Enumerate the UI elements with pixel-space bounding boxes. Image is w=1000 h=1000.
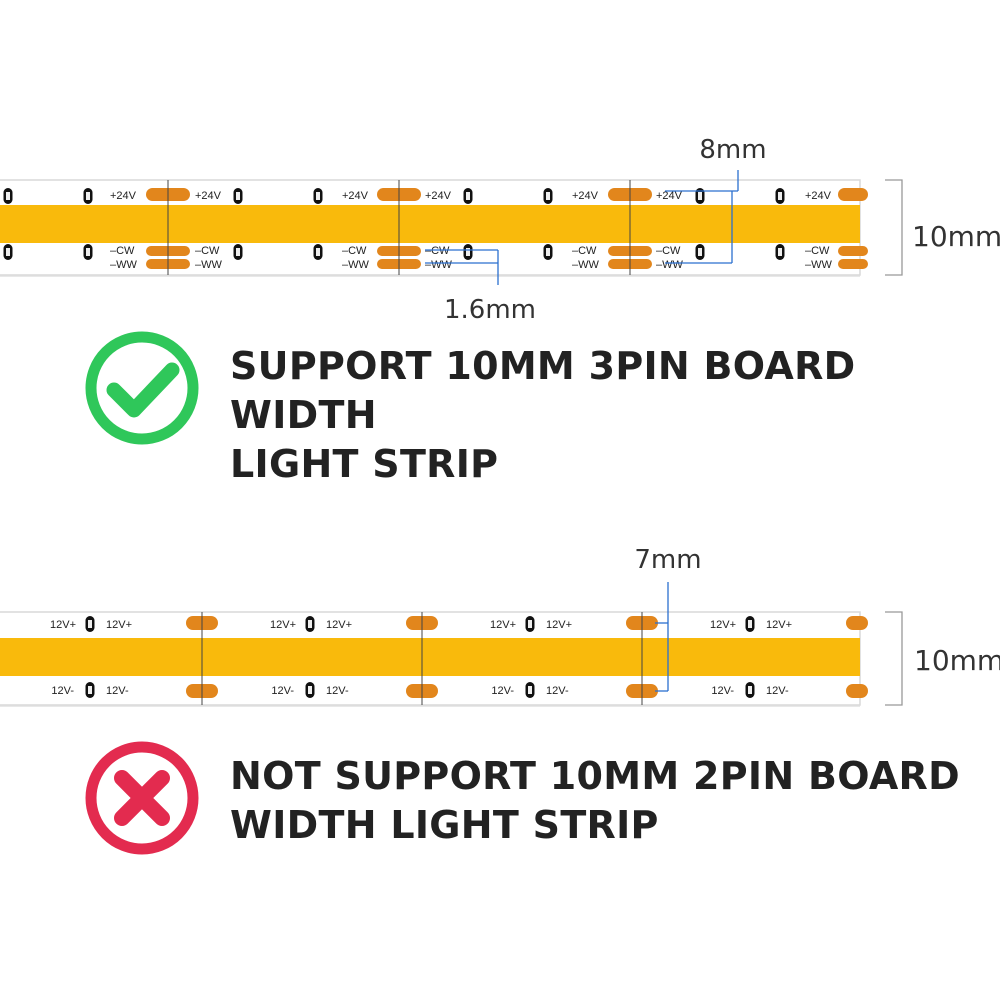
resistor-label bbox=[546, 248, 550, 256]
pad-label-12v-plus: 12V+ bbox=[50, 619, 76, 631]
support-message-line-2: LIGHT STRIP bbox=[230, 442, 499, 486]
solder-pad bbox=[838, 259, 868, 269]
pad-label-12v-minus: 12V- bbox=[711, 685, 734, 697]
pad-label-plus24v: +24V bbox=[425, 190, 452, 202]
pad-label-cw: –CW bbox=[572, 245, 597, 257]
solder-pad bbox=[846, 616, 868, 630]
pad-label-12v-minus: 12V- bbox=[491, 685, 514, 697]
resistor-label bbox=[308, 620, 312, 628]
pad-label-cw: –CW bbox=[805, 245, 830, 257]
not-support-status: NOT SUPPORT 10MM 2PIN BOARD WIDTH LIGHT … bbox=[84, 740, 960, 856]
pad-label-12v-minus: 12V- bbox=[546, 685, 569, 697]
resistor-label bbox=[546, 192, 550, 200]
pad-label-12v-minus: 12V- bbox=[51, 685, 74, 697]
dimension-label-7mm: 7mm bbox=[634, 545, 701, 575]
two-pin-light-strip-diagram: 12V+ 12V+ 12V- 12V- 12V+ 12V+ 12V- 12V- 12V+ 12V+… bbox=[0, 545, 1000, 707]
resistor-label bbox=[528, 686, 532, 694]
pad-label-12v-minus: 12V- bbox=[326, 685, 349, 697]
resistor-label bbox=[308, 686, 312, 694]
pad-label-ww: –WW bbox=[110, 259, 138, 271]
support-status: SUPPORT 10MM 3PIN BOARD WIDTH LIGHT STRI… bbox=[84, 330, 1000, 489]
strip-components: 12V+ 12V+ 12V- 12V- 12V+ 12V+ 12V- 12V- 12V+ 12V+… bbox=[50, 612, 868, 705]
resistor-label bbox=[466, 248, 470, 256]
dimension-label-width: 10mm bbox=[914, 644, 1000, 677]
pad-label-ww: –WW bbox=[805, 259, 833, 271]
pad-label-plus24v: +24V bbox=[656, 190, 683, 202]
pad-label-12v-plus: 12V+ bbox=[326, 619, 352, 631]
support-message: SUPPORT 10MM 3PIN BOARD WIDTH LIGHT STRI… bbox=[230, 342, 1000, 489]
pad-label-12v-plus: 12V+ bbox=[106, 619, 132, 631]
resistor-label bbox=[778, 192, 782, 200]
strip-components: +24V +24V +24V +24V +24V +24V +24V –CW –WW –CW –WW… bbox=[3, 180, 868, 275]
resistor-label bbox=[316, 192, 320, 200]
solder-pad bbox=[838, 188, 868, 201]
solder-pad bbox=[838, 246, 868, 256]
resistor-label bbox=[466, 192, 470, 200]
pad-label-cw: –CW bbox=[425, 245, 450, 257]
dimension-label-8mm: 8mm bbox=[699, 135, 766, 165]
width-bracket bbox=[885, 179, 903, 276]
resistor-label bbox=[236, 192, 240, 200]
led-cob-strip bbox=[0, 205, 860, 243]
pad-label-12v-minus: 12V- bbox=[766, 685, 789, 697]
support-message-line-1: SUPPORT 10MM 3PIN BOARD WIDTH bbox=[230, 344, 856, 437]
pad-label-cw: –CW bbox=[656, 245, 681, 257]
pad-label-ww: –WW bbox=[195, 259, 223, 271]
pad-label-plus24v: +24V bbox=[805, 190, 832, 202]
resistor-label bbox=[316, 248, 320, 256]
resistor-label bbox=[86, 192, 90, 200]
resistor-label bbox=[6, 192, 10, 200]
resistor-label bbox=[6, 248, 10, 256]
pad-label-cw: –CW bbox=[110, 245, 135, 257]
width-bracket bbox=[885, 611, 903, 706]
resistor-label bbox=[88, 620, 92, 628]
cross-circle-icon bbox=[85, 741, 199, 855]
pad-label-ww: –WW bbox=[572, 259, 600, 271]
solder-pad bbox=[846, 684, 868, 698]
pad-label-12v-plus: 12V+ bbox=[270, 619, 296, 631]
dimension-label-1-6mm: 1.6mm bbox=[444, 295, 536, 320]
pad-label-ww: –WW bbox=[656, 259, 684, 271]
resistor-label bbox=[698, 192, 702, 200]
not-support-message-line-1: NOT SUPPORT 10MM 2PIN BOARD bbox=[230, 754, 960, 798]
pad-label-cw: –CW bbox=[342, 245, 367, 257]
not-support-message: NOT SUPPORT 10MM 2PIN BOARD WIDTH LIGHT … bbox=[230, 752, 960, 850]
resistor-label bbox=[88, 686, 92, 694]
three-pin-light-strip-diagram: +24V +24V +24V +24V +24V +24V +24V –CW –WW –CW –WW… bbox=[0, 135, 1000, 320]
resistor-label bbox=[86, 248, 90, 256]
pad-label-12v-plus: 12V+ bbox=[490, 619, 516, 631]
resistor-label bbox=[236, 248, 240, 256]
resistor-label bbox=[748, 686, 752, 694]
led-cob-strip bbox=[0, 638, 860, 676]
resistor-label bbox=[748, 620, 752, 628]
pad-label-12v-minus: 12V- bbox=[271, 685, 294, 697]
pad-label-12v-plus: 12V+ bbox=[546, 619, 572, 631]
pad-label-plus24v: +24V bbox=[342, 190, 369, 202]
pad-label-12v-minus: 12V- bbox=[106, 685, 129, 697]
pad-label-12v-plus: 12V+ bbox=[766, 619, 792, 631]
pad-label-ww: –WW bbox=[342, 259, 370, 271]
not-support-message-line-2: WIDTH LIGHT STRIP bbox=[230, 803, 659, 847]
check-circle-icon bbox=[85, 331, 199, 445]
resistor-label bbox=[698, 248, 702, 256]
resistor-label bbox=[778, 248, 782, 256]
pad-label-cw: –CW bbox=[195, 245, 220, 257]
pad-label-ww: –WW bbox=[425, 259, 453, 271]
pad-label-plus24v: +24V bbox=[572, 190, 599, 202]
dimension-label-width: 10mm bbox=[912, 220, 1000, 253]
pad-label-plus24v: +24V bbox=[195, 190, 222, 202]
resistor-label bbox=[528, 620, 532, 628]
pad-label-plus24v: +24V bbox=[110, 190, 137, 202]
pad-label-12v-plus: 12V+ bbox=[710, 619, 736, 631]
